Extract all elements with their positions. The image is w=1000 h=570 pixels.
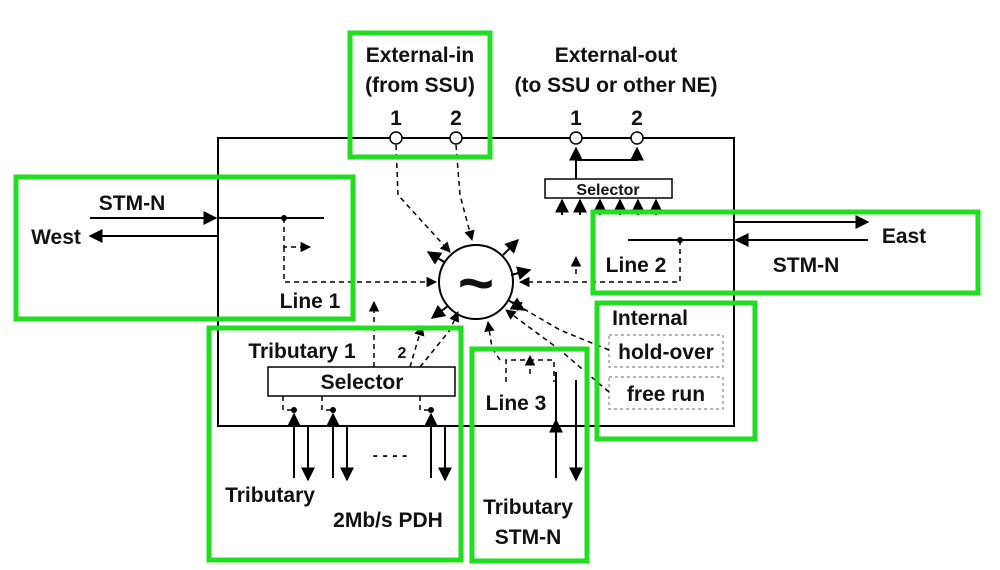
external-out-port-2-label: 2 — [631, 107, 643, 130]
highlight-tributary-stm — [469, 346, 590, 564]
highlight-east-line-2 — [590, 209, 981, 296]
highlight-external-in — [347, 30, 493, 160]
east-stm-n-label: STM-N — [773, 254, 840, 277]
external-in-label: External-in — [366, 44, 475, 67]
tributary-1-label: Tributary 1 — [248, 340, 356, 363]
highlight-internal — [594, 300, 758, 442]
pdh-tributary-arrows — [282, 396, 452, 482]
west-stm-n-label: STM-N — [99, 192, 166, 215]
internal-label: Internal — [612, 307, 688, 330]
tributary-pdh-rate-label: 2Mb/s PDH — [333, 509, 443, 532]
output-selector-box — [544, 178, 673, 199]
east-label: East — [882, 225, 926, 248]
tributary-number-2: 2 — [398, 345, 407, 362]
external-in-sub-label: (from SSU) — [365, 74, 475, 97]
external-out-port-1 — [569, 131, 583, 145]
free-run-box — [608, 376, 724, 410]
external-in-port-2-label: 2 — [450, 107, 462, 130]
external-out-port-1-label: 1 — [570, 107, 582, 130]
pdh-ellipsis: - - - - — [373, 447, 408, 464]
tributary-selector-label: Selector — [321, 371, 404, 394]
line-1-label: Line 1 — [280, 290, 341, 313]
output-selector-label: Selector — [576, 182, 639, 199]
ne-box — [217, 137, 735, 427]
hold-over-label: hold-over — [618, 341, 714, 364]
hold-over-box — [608, 334, 724, 368]
highlight-west-line-1 — [13, 174, 356, 322]
tributary-stm-label: Tributary — [483, 496, 573, 519]
west-label: West — [31, 226, 81, 249]
clock-symbol: ~ — [458, 249, 494, 318]
external-out-port-2 — [630, 131, 644, 145]
tributary-stm-rate-label: STM-N — [495, 526, 562, 549]
external-out-sub-label: (to SSU or other NE) — [515, 74, 718, 97]
tributary-selector-box — [267, 366, 456, 397]
clock-circle — [438, 244, 514, 320]
external-in-port-2 — [449, 131, 463, 145]
line-2-label: Line 2 — [606, 254, 667, 277]
line-3-label: Line 3 — [486, 392, 547, 415]
external-out-label: External-out — [555, 44, 678, 67]
highlight-tributary-pdh — [206, 325, 464, 563]
tributary-pdh-label: Tributary — [225, 484, 315, 507]
free-run-label: free run — [627, 383, 705, 406]
external-in-port-1 — [389, 131, 403, 145]
external-in-port-1-label: 1 — [390, 107, 402, 130]
